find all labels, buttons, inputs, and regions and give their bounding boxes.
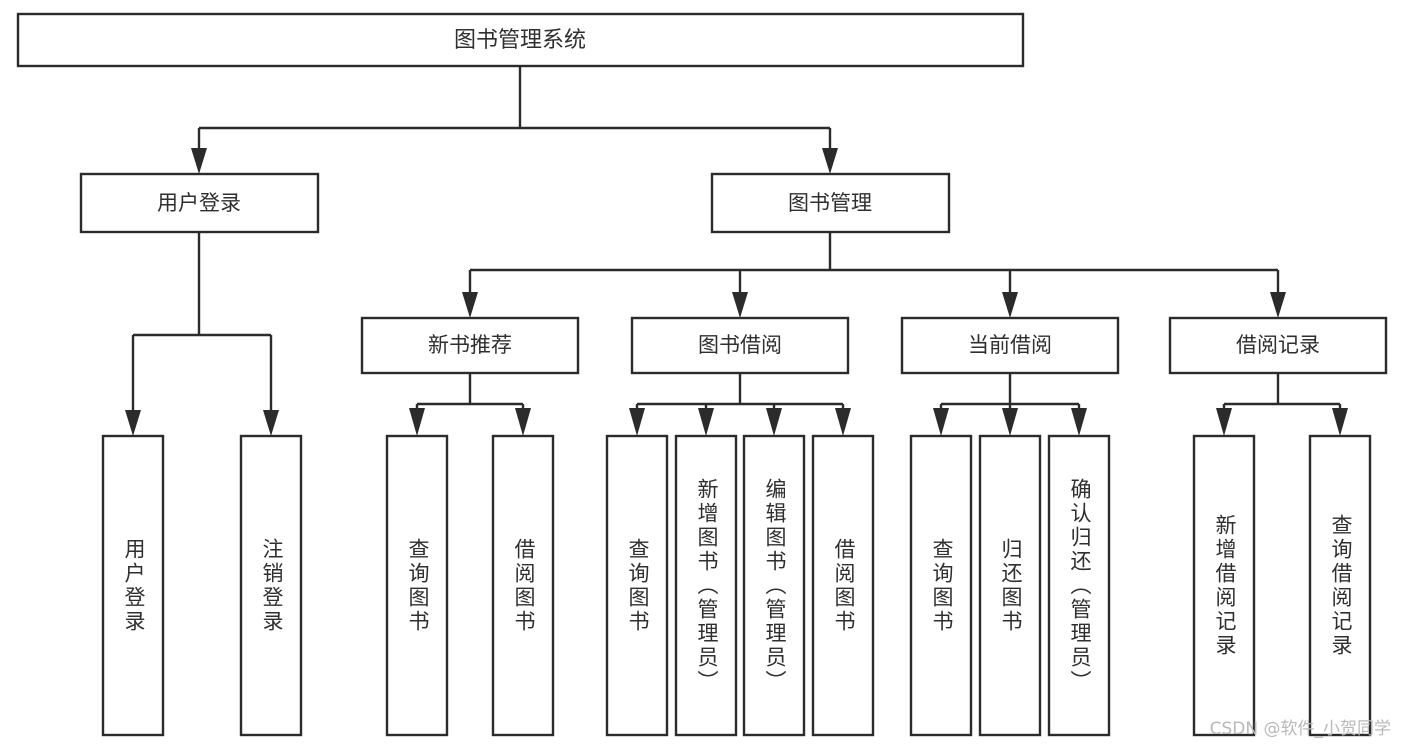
node-book-borrow-label: 图书借阅 (698, 333, 782, 357)
node-leaf-query-book-1[interactable]: 查询图书 (385, 434, 449, 737)
node-leaf-edit-book-label: 编辑图书（管理员） (763, 478, 787, 694)
node-leaf-user-login[interactable]: 用户登录 (101, 434, 165, 737)
node-root[interactable]: 图书管理系统 (16, 12, 1025, 68)
node-leaf-return-book-box[interactable] (978, 434, 1042, 737)
node-leaf-user-logout-box[interactable] (239, 434, 303, 737)
node-borrow-record[interactable]: 借阅记录 (1168, 316, 1388, 375)
node-leaf-borrow-book-1-label: 借阅图书 (512, 538, 536, 634)
arrow-head-leaf-borrow-book-1 (515, 408, 531, 436)
arrow-head-leaf-user-logout (263, 410, 279, 436)
node-leaf-user-logout[interactable]: 注销登录 (239, 434, 303, 737)
arrow-head-leaf-confirm-return (1071, 408, 1087, 436)
node-leaf-add-record-box[interactable] (1192, 434, 1256, 737)
node-borrow-record-box[interactable] (1168, 316, 1388, 375)
node-leaf-query-book-2-label: 查询图书 (626, 538, 650, 634)
node-leaf-return-book-label: 归还图书 (999, 538, 1023, 634)
node-leaf-borrow-book-1-box[interactable] (491, 434, 555, 737)
arrow-head-user-login (191, 148, 207, 174)
arrow-head-borrow-record (1270, 292, 1286, 318)
arrow-head-leaf-borrow-book-2 (835, 408, 851, 436)
arrow-head-leaf-edit-book (766, 408, 782, 436)
arrow-head-leaf-add-record (1216, 408, 1232, 436)
node-book-manage-box[interactable] (710, 172, 951, 234)
node-new-book-recommend-label: 新书推荐 (428, 333, 512, 357)
arrow-head-current-borrow (1002, 292, 1018, 318)
node-leaf-add-book-label: 新增图书（管理员） (695, 478, 719, 694)
node-leaf-add-book[interactable]: 新增图书（管理员） (674, 434, 738, 737)
node-leaf-confirm-return[interactable]: 确认归还（管理员） (1047, 434, 1111, 737)
node-user-login[interactable]: 用户登录 (79, 172, 320, 234)
connector-layer (125, 66, 1348, 436)
node-borrow-record-label: 借阅记录 (1236, 333, 1320, 357)
node-leaf-borrow-book-2[interactable]: 借阅图书 (811, 434, 875, 737)
arrow-head-leaf-add-book (698, 408, 714, 436)
node-current-borrow-label: 当前借阅 (968, 333, 1052, 357)
node-leaf-query-record-label: 查询借阅记录 (1329, 514, 1353, 658)
node-current-borrow-box[interactable] (900, 316, 1120, 375)
node-book-manage-label: 图书管理 (788, 191, 872, 215)
node-current-borrow[interactable]: 当前借阅 (900, 316, 1120, 375)
node-leaf-query-book-3-label: 查询图书 (930, 538, 954, 634)
node-leaf-query-book-3-box[interactable] (909, 434, 973, 737)
arrow-head-leaf-query-book-2 (629, 408, 645, 436)
node-root-label: 图书管理系统 (454, 28, 586, 53)
node-leaf-query-record[interactable]: 查询借阅记录 (1308, 434, 1372, 737)
node-new-book-recommend[interactable]: 新书推荐 (360, 316, 580, 375)
node-leaf-edit-book-box[interactable] (742, 434, 806, 737)
node-leaf-query-book-1-label: 查询图书 (406, 538, 430, 634)
node-leaf-query-book-2-box[interactable] (605, 434, 669, 737)
node-leaf-user-login-label: 用户登录 (122, 538, 146, 634)
arrow-head-leaf-query-record (1332, 408, 1348, 436)
node-leaf-add-record-label: 新增借阅记录 (1213, 514, 1237, 658)
node-root-box[interactable] (16, 12, 1025, 68)
node-book-borrow[interactable]: 图书借阅 (630, 316, 850, 375)
arrow-head-leaf-return-book (1002, 408, 1018, 436)
node-leaf-borrow-book-1[interactable]: 借阅图书 (491, 434, 555, 737)
arrow-head-book-borrow (732, 292, 748, 318)
node-user-login-label: 用户登录 (157, 191, 241, 215)
arrow-head-new-book-recommend (462, 292, 478, 318)
node-leaf-edit-book[interactable]: 编辑图书（管理员） (742, 434, 806, 737)
arrow-head-leaf-query-book-3 (933, 408, 949, 436)
node-leaf-query-record-box[interactable] (1308, 434, 1372, 737)
node-new-book-recommend-box[interactable] (360, 316, 580, 375)
arrow-head-leaf-user-login (125, 410, 141, 436)
arrow-head-book-manage (822, 148, 838, 174)
node-leaf-user-logout-label: 注销登录 (260, 538, 284, 634)
node-book-manage[interactable]: 图书管理 (710, 172, 951, 234)
node-leaf-borrow-book-2-box[interactable] (811, 434, 875, 737)
node-leaf-add-record[interactable]: 新增借阅记录 (1192, 434, 1256, 737)
node-leaf-query-book-3[interactable]: 查询图书 (909, 434, 973, 737)
node-leaf-borrow-book-2-label: 借阅图书 (832, 538, 856, 634)
node-leaf-user-login-box[interactable] (101, 434, 165, 737)
node-leaf-query-book-2[interactable]: 查询图书 (605, 434, 669, 737)
arrow-head-leaf-query-book-1 (409, 408, 425, 436)
node-leaf-add-book-box[interactable] (674, 434, 738, 737)
node-leaf-confirm-return-box[interactable] (1047, 434, 1111, 737)
node-user-login-box[interactable] (79, 172, 320, 234)
node-leaf-return-book[interactable]: 归还图书 (978, 434, 1042, 737)
node-leaf-query-book-1-box[interactable] (385, 434, 449, 737)
node-book-borrow-box[interactable] (630, 316, 850, 375)
node-leaf-confirm-return-label: 确认归还（管理员） (1068, 478, 1092, 694)
